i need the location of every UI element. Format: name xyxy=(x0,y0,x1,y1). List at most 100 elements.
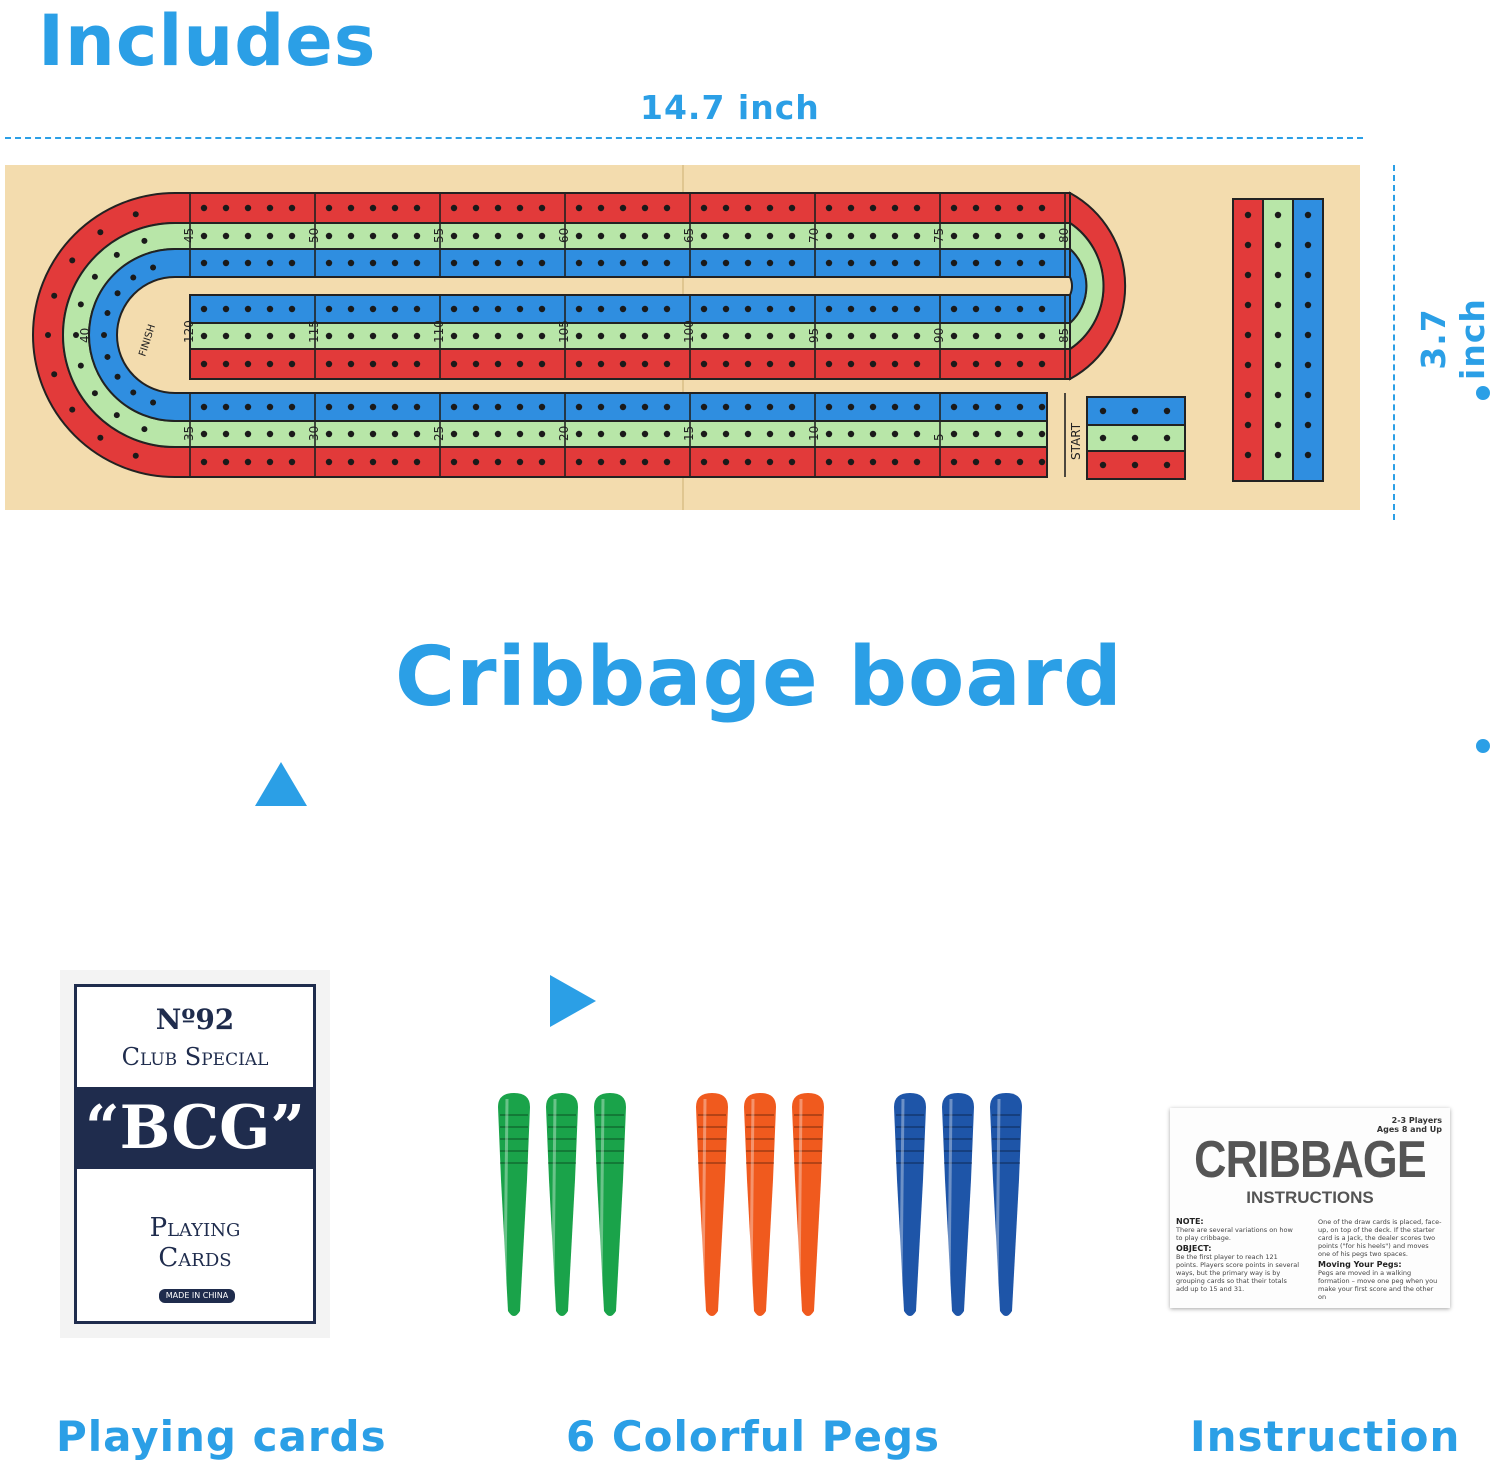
peg-hole xyxy=(700,458,708,466)
peg-hole xyxy=(413,259,421,267)
track-number-bottom: 30 xyxy=(307,426,321,441)
bend-hole xyxy=(77,362,84,369)
peg-hole xyxy=(972,232,980,240)
peg-hole xyxy=(869,305,877,313)
peg-hole xyxy=(994,332,1002,340)
peg-hole xyxy=(369,458,377,466)
peg-hole xyxy=(825,204,833,212)
peg-hole xyxy=(472,430,480,438)
peg-hole xyxy=(972,360,980,368)
carousel-dot[interactable] xyxy=(1476,386,1490,400)
orange-peg xyxy=(744,1093,776,1316)
counter-hole xyxy=(1274,391,1282,399)
peg-hole xyxy=(538,232,546,240)
track-number-bottom: 25 xyxy=(432,426,446,441)
instruction-left-column: NOTE: There are several variations on ho… xyxy=(1176,1217,1300,1294)
counter-hole xyxy=(1304,361,1312,369)
track-number-bottom: 20 xyxy=(557,426,571,441)
peg-hole xyxy=(597,458,605,466)
counter-hole xyxy=(1244,451,1252,459)
peg-hole xyxy=(847,458,855,466)
bend-hole xyxy=(91,390,98,397)
track-number-middle: 120 xyxy=(182,320,196,343)
peg-hole xyxy=(825,458,833,466)
peg-hole xyxy=(744,305,752,313)
peg-hole xyxy=(413,204,421,212)
carousel-up-arrow-icon[interactable] xyxy=(255,762,307,806)
carousel-next-arrow-icon[interactable] xyxy=(550,975,596,1027)
peg-hole xyxy=(950,332,958,340)
peg-hole xyxy=(1016,232,1024,240)
track-number-middle: 85 xyxy=(1057,328,1071,343)
peg-hole xyxy=(766,458,774,466)
peg-hole xyxy=(913,360,921,368)
peg-hole xyxy=(575,360,583,368)
peg-hole xyxy=(744,458,752,466)
cards-box-face: Nº92 Club Special “BCG” ❦ ❦ Playing Card… xyxy=(74,984,316,1324)
peg-hole xyxy=(619,403,627,411)
peg-hole xyxy=(369,259,377,267)
peg-hole xyxy=(663,430,671,438)
peg-hole xyxy=(369,360,377,368)
carousel-dot[interactable] xyxy=(1476,739,1490,753)
peg-hole xyxy=(891,430,899,438)
bend-hole xyxy=(114,373,121,380)
peg-hole xyxy=(1038,403,1046,411)
peg-hole xyxy=(200,305,208,313)
peg-hole xyxy=(663,204,671,212)
peg-hole xyxy=(825,259,833,267)
peg-hole xyxy=(413,332,421,340)
cards-made-in: MADE IN CHINA xyxy=(159,1289,235,1303)
peg-hole xyxy=(244,305,252,313)
start-hole xyxy=(1163,434,1171,442)
peg-hole xyxy=(722,360,730,368)
start-hole xyxy=(1131,434,1139,442)
peg-hole xyxy=(288,458,296,466)
peg-hole xyxy=(700,204,708,212)
moving-text: Pegs are moved in a walking formation – … xyxy=(1318,1269,1438,1301)
peg-hole xyxy=(641,430,649,438)
peg-hole xyxy=(744,232,752,240)
track-number-bottom: 10 xyxy=(807,426,821,441)
peg-hole xyxy=(891,259,899,267)
start-hole xyxy=(1131,461,1139,469)
track-number-top: 60 xyxy=(557,228,571,243)
peg-hole xyxy=(847,259,855,267)
peg-hole xyxy=(325,232,333,240)
blue-bend xyxy=(1069,246,1088,326)
peg-hole xyxy=(847,360,855,368)
peg-hole xyxy=(244,259,252,267)
peg-hole xyxy=(994,360,1002,368)
instruction-right-column: One of the draw cards is placed, face-up… xyxy=(1318,1218,1442,1301)
peg-hole xyxy=(847,204,855,212)
counter-hole xyxy=(1304,301,1312,309)
peg-hole xyxy=(222,458,230,466)
board-title: Cribbage board xyxy=(395,630,1123,725)
peg-hole xyxy=(597,232,605,240)
track-number-bottom: 35 xyxy=(182,426,196,441)
start-label: START xyxy=(1069,422,1083,460)
peg-hole xyxy=(1016,403,1024,411)
peg-hole xyxy=(788,305,796,313)
peg-hole xyxy=(766,259,774,267)
peg-hole xyxy=(391,403,399,411)
peg-hole xyxy=(663,332,671,340)
peg-hole xyxy=(766,403,774,411)
peg-hole xyxy=(1038,430,1046,438)
peg-hole xyxy=(597,204,605,212)
peg-hole xyxy=(325,458,333,466)
peg-hole xyxy=(494,232,502,240)
peg-hole xyxy=(516,430,524,438)
bend-hole xyxy=(51,371,58,378)
peg-hole xyxy=(788,458,796,466)
peg-hole xyxy=(347,259,355,267)
peg-hole xyxy=(450,332,458,340)
peg-hole xyxy=(222,259,230,267)
peg-hole xyxy=(1038,204,1046,212)
track-number-top: 80 xyxy=(1057,228,1071,243)
note-heading: NOTE: xyxy=(1176,1217,1204,1226)
peg-hole xyxy=(494,204,502,212)
peg-hole xyxy=(913,204,921,212)
peg-hole xyxy=(825,430,833,438)
peg-hole xyxy=(722,430,730,438)
